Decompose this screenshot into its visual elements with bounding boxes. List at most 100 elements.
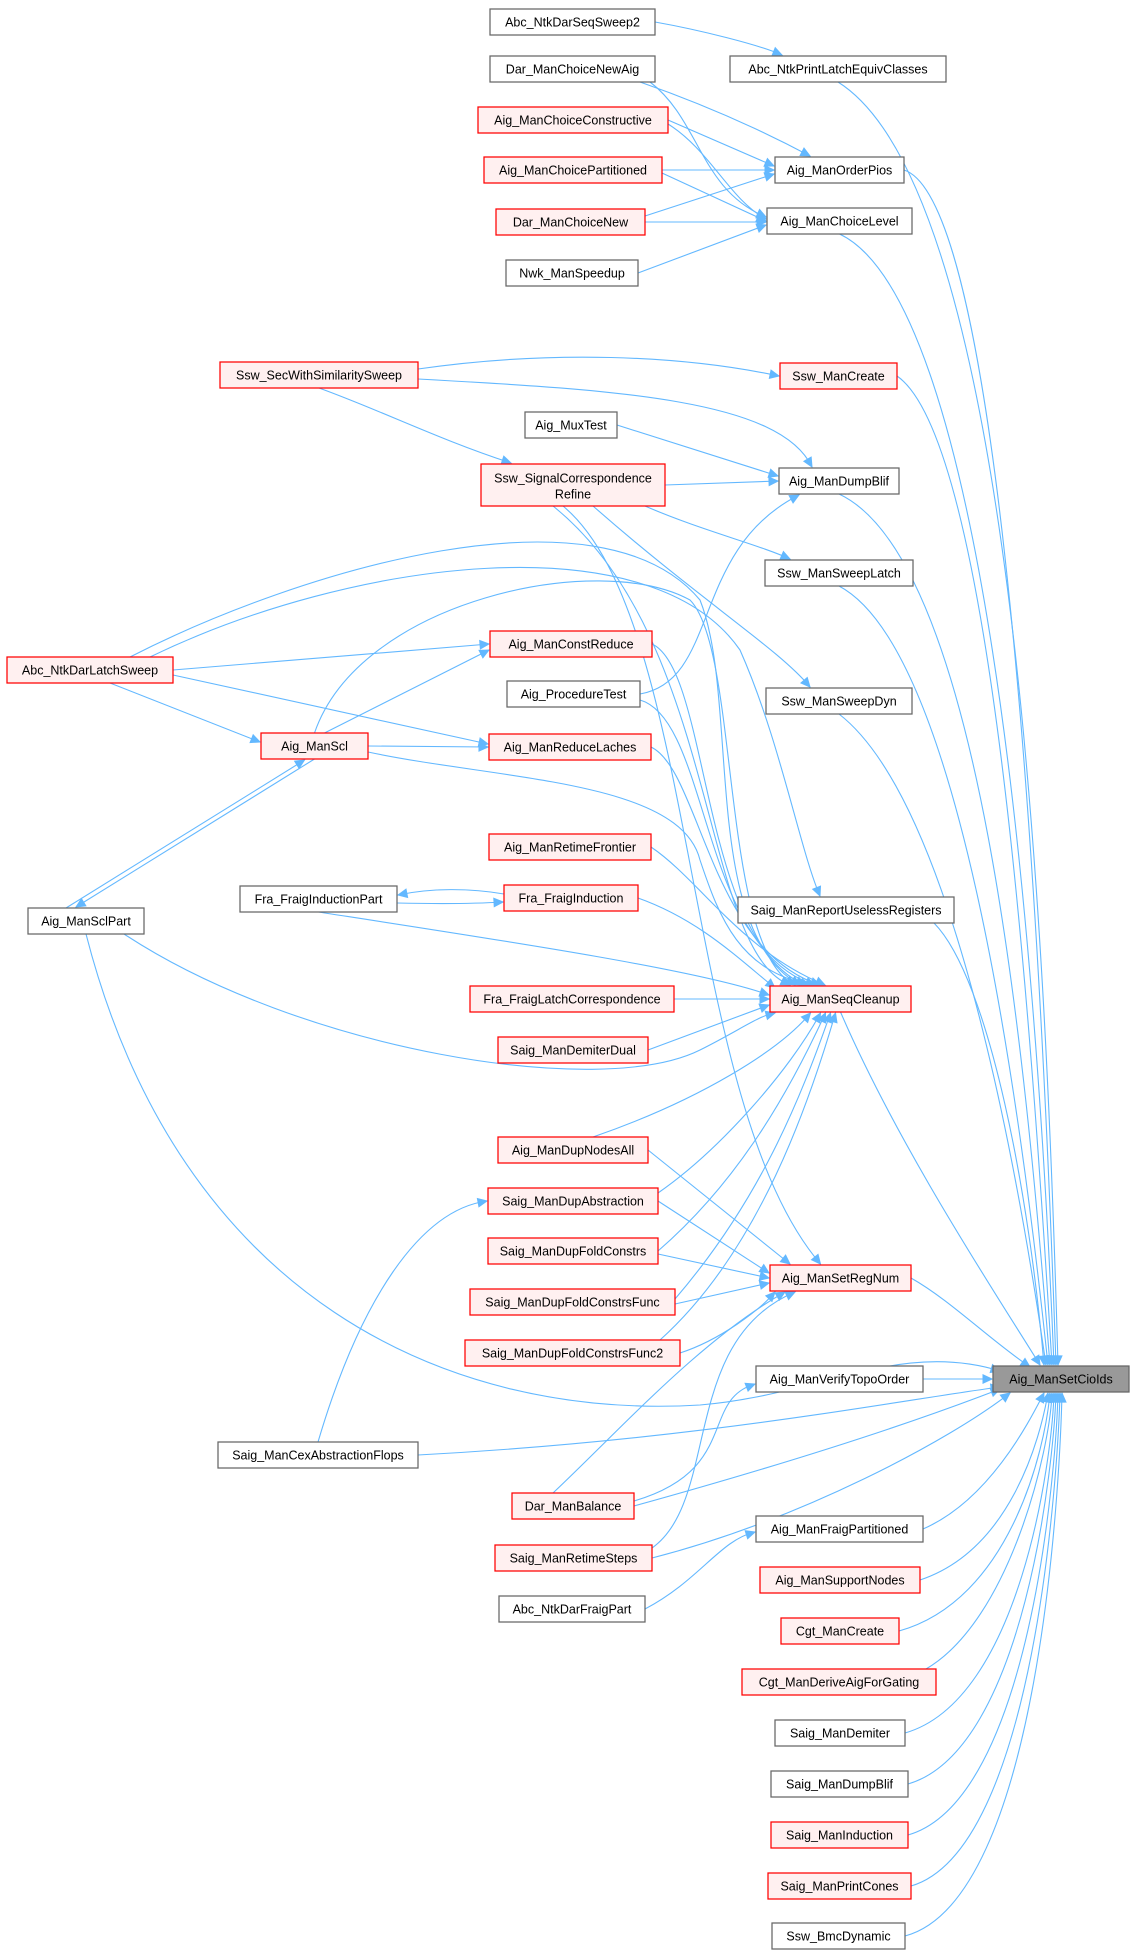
node-ssw_secwithsimilaritysweep[interactable]: Ssw_SecWithSimilaritySweep bbox=[219, 361, 419, 389]
node-saig_mancexabstractionflops[interactable]: Saig_ManCexAbstractionFlops bbox=[217, 1441, 419, 1469]
edge-aig_manchoiceconstructive-to-aig_manorderpios bbox=[667, 119, 775, 167]
node-ssw_mansweeplatch[interactable]: Ssw_ManSweepLatch bbox=[764, 559, 914, 587]
edge-aig_manchoicepartitioned-to-aig_manchoicelevel bbox=[661, 172, 767, 222]
node-label: Dar_ManChoiceNew bbox=[513, 216, 629, 230]
node-label: Saig_ManDumpBlif bbox=[786, 1778, 894, 1792]
node-label: Aig_ManDumpBlif bbox=[789, 475, 890, 489]
edge-saig_maninduction-to-aig_mansetcioids bbox=[907, 1392, 1059, 1836]
node-aig_manreducelaches[interactable]: Aig_ManReduceLaches bbox=[488, 733, 652, 761]
node-cgt_mancreate[interactable]: Cgt_ManCreate bbox=[780, 1617, 900, 1645]
node-ssw_mancreate[interactable]: Ssw_ManCreate bbox=[779, 362, 898, 390]
node-saig_mandupfoldconstrsfunc[interactable]: Saig_ManDupFoldConstrsFunc bbox=[469, 1288, 676, 1316]
node-box bbox=[505, 259, 639, 287]
node-box bbox=[780, 1617, 900, 1645]
edge-saig_mandupfoldconstrsfunc2-to-aig_manseqcleanup bbox=[659, 1012, 837, 1341]
node-aig_mansetcioids[interactable]: Aig_ManSetCioIds bbox=[992, 1365, 1130, 1393]
node-label: Aig_ManReduceLaches bbox=[504, 741, 637, 755]
node-saig_maninduction[interactable]: Saig_ManInduction bbox=[770, 1821, 909, 1849]
node-saig_mandupabstraction[interactable]: Saig_ManDupAbstraction bbox=[487, 1187, 659, 1215]
arrowhead-abc_ntkprintlatchequivclasses bbox=[771, 46, 784, 57]
node-aig_manconstreduce[interactable]: Aig_ManConstReduce bbox=[489, 630, 653, 658]
edge-abc_ntkdarseqsweep2-to-abc_ntkprintlatchequivclasses bbox=[654, 21, 783, 56]
node-ssw_bmcdynamic[interactable]: Ssw_BmcDynamic bbox=[771, 1922, 906, 1950]
arrowhead-aig_manorderpios bbox=[799, 147, 812, 157]
node-aig_mandupnodesall[interactable]: Aig_ManDupNodesAll bbox=[497, 1136, 649, 1164]
node-label: Saig_ManPrintCones bbox=[780, 1880, 898, 1894]
node-ssw_mansweepdyn[interactable]: Ssw_ManSweepDyn bbox=[765, 687, 913, 715]
edge-aig_manfraigpartitioned-to-aig_mansetcioids bbox=[922, 1392, 1045, 1530]
arrowhead-aig_manscl bbox=[293, 759, 306, 770]
node-saig_mandupfoldconstrsfunc2[interactable]: Saig_ManDupFoldConstrsFunc2 bbox=[464, 1339, 681, 1367]
node-box bbox=[260, 732, 369, 760]
edge-aig_proceduretest-to-aig_mandumpblif bbox=[639, 494, 800, 695]
node-box bbox=[779, 362, 898, 390]
node-box bbox=[737, 896, 955, 924]
node-aig_manchoicepartitioned[interactable]: Aig_ManChoicePartitioned bbox=[483, 156, 663, 184]
node-fra_fraiginductionpart[interactable]: Fra_FraigInductionPart bbox=[239, 885, 398, 913]
node-aig_manorderpios[interactable]: Aig_ManOrderPios bbox=[774, 156, 905, 184]
node-label: Aig_ManChoicePartitioned bbox=[499, 164, 647, 178]
arrowhead-aig_mansetcioids bbox=[1030, 1354, 1041, 1367]
node-aig_manretimefrontier[interactable]: Aig_ManRetimeFrontier bbox=[488, 833, 652, 861]
arrowhead-aig_mansetcioids bbox=[1035, 1391, 1045, 1404]
node-fra_fraiginduction[interactable]: Fra_FraigInduction bbox=[503, 884, 639, 912]
node-abc_ntkdarlatchsweep[interactable]: Abc_NtkDarLatchSweep bbox=[6, 656, 174, 684]
edge-ssw_signalcorrespondencerefine-to-aig_mansetregnum bbox=[562, 505, 821, 1265]
node-aig_mansetregnum[interactable]: Aig_ManSetRegNum bbox=[769, 1264, 912, 1292]
node-aig_mansupportnodes[interactable]: Aig_ManSupportNodes bbox=[759, 1566, 921, 1594]
arrowhead-ssw_signalcorrespondencerefine bbox=[500, 455, 513, 465]
node-aig_muxtest[interactable]: Aig_MuxTest bbox=[524, 411, 618, 439]
node-dar_manchoicenewaig[interactable]: Dar_ManChoiceNewAig bbox=[489, 55, 656, 83]
node-aig_manverifytopoorder[interactable]: Aig_ManVerifyTopoOrder bbox=[755, 1365, 924, 1393]
node-saig_manprintcones[interactable]: Saig_ManPrintCones bbox=[767, 1872, 912, 1900]
edge-ssw_signalcorrespondencerefine-to-aig_manseqcleanup bbox=[552, 505, 791, 986]
edge-aig_manscl-to-aig_manseqcleanup bbox=[367, 751, 811, 986]
edge-dar_manbalance-to-aig_manverifytopoorder bbox=[633, 1383, 756, 1502]
arrowhead-aig_mansetregnum bbox=[784, 1291, 797, 1301]
node-fra_fraiglatchcorrespondence[interactable]: Fra_FraigLatchCorrespondence bbox=[469, 985, 675, 1013]
node-dar_manchoicenew[interactable]: Dar_ManChoiceNew bbox=[495, 208, 646, 236]
edge-ssw_mancreate-to-aig_mansetcioids bbox=[896, 375, 1053, 1366]
node-saig_mandemiter[interactable]: Saig_ManDemiter bbox=[774, 1719, 906, 1747]
node-abc_ntkprintlatchequivclasses[interactable]: Abc_NtkPrintLatchEquivClasses bbox=[729, 55, 947, 83]
node-saig_mandemiterdual[interactable]: Saig_ManDemiterDual bbox=[497, 1036, 649, 1064]
node-label: Saig_ManDupAbstraction bbox=[502, 1195, 644, 1209]
edge-fra_fraiginductionpart-to-fra_fraiginduction bbox=[396, 901, 504, 905]
node-aig_manscl[interactable]: Aig_ManScl bbox=[260, 732, 369, 760]
node-saig_mandumpblif[interactable]: Saig_ManDumpBlif bbox=[770, 1770, 909, 1798]
edge-ssw_signalcorrespondencerefine-to-ssw_mansweepdyn bbox=[592, 505, 811, 688]
node-aig_mandumpblif[interactable]: Aig_ManDumpBlif bbox=[778, 467, 900, 495]
edge-saig_mancexabstractionflops-to-aig_mansetcioids bbox=[417, 1386, 1001, 1456]
node-box bbox=[778, 467, 900, 495]
node-dar_manbalance[interactable]: Dar_ManBalance bbox=[511, 1492, 635, 1520]
node-abc_ntkdarseqsweep2[interactable]: Abc_NtkDarSeqSweep2 bbox=[489, 8, 656, 36]
node-aig_manchoicelevel[interactable]: Aig_ManChoiceLevel bbox=[766, 207, 913, 235]
node-saig_manretimesteps[interactable]: Saig_ManRetimeSteps bbox=[494, 1544, 653, 1572]
edge-aig_mandupnodesall-to-aig_mansetregnum bbox=[647, 1149, 791, 1265]
edge-abc_ntkdarfraigpart-to-aig_manfraigpartitioned bbox=[644, 1531, 756, 1610]
node-nwk_manspeedup[interactable]: Nwk_ManSpeedup bbox=[505, 259, 639, 287]
node-saig_manreportuselessregisters[interactable]: Saig_ManReportUselessRegisters bbox=[737, 896, 955, 924]
node-aig_proceduretest[interactable]: Aig_ProcedureTest bbox=[506, 680, 641, 708]
node-label: Ssw_BmcDynamic bbox=[786, 1930, 890, 1944]
node-label: Ssw_ManSweepLatch bbox=[777, 567, 901, 581]
node-label: Refine bbox=[555, 488, 591, 502]
node-label: Cgt_ManDeriveAigForGating bbox=[759, 1676, 920, 1690]
node-aig_manchoiceconstructive[interactable]: Aig_ManChoiceConstructive bbox=[477, 106, 669, 134]
node-aig_mansclpart[interactable]: Aig_ManSclPart bbox=[27, 907, 145, 935]
edge-abc_ntkdarlatchsweep-to-aig_manconstreduce bbox=[172, 643, 490, 671]
edge-saig_mandupfoldconstrs-to-aig_manseqcleanup bbox=[657, 1012, 826, 1252]
node-cgt_manderiveaigforgating[interactable]: Cgt_ManDeriveAigForGating bbox=[741, 1668, 937, 1696]
edge-aig_manscl-to-aig_manseqcleanup bbox=[313, 580, 796, 986]
node-aig_manseqcleanup[interactable]: Aig_ManSeqCleanup bbox=[769, 985, 912, 1013]
node-abc_ntkdarfraigpart[interactable]: Abc_NtkDarFraigPart bbox=[498, 1595, 646, 1623]
node-aig_manfraigpartitioned[interactable]: Aig_ManFraigPartitioned bbox=[755, 1515, 924, 1543]
node-saig_mandupfoldconstrs[interactable]: Saig_ManDupFoldConstrs bbox=[487, 1237, 659, 1265]
arrowhead-aig_manchoicelevel bbox=[755, 223, 768, 234]
edge-aig_muxtest-to-aig_mandumpblif bbox=[616, 424, 779, 477]
node-label: Saig_ManDupFoldConstrs bbox=[500, 1245, 647, 1259]
node-label: Abc_NtkPrintLatchEquivClasses bbox=[748, 63, 927, 77]
arrowhead-aig_manseqcleanup bbox=[758, 987, 771, 997]
node-box bbox=[495, 208, 646, 236]
